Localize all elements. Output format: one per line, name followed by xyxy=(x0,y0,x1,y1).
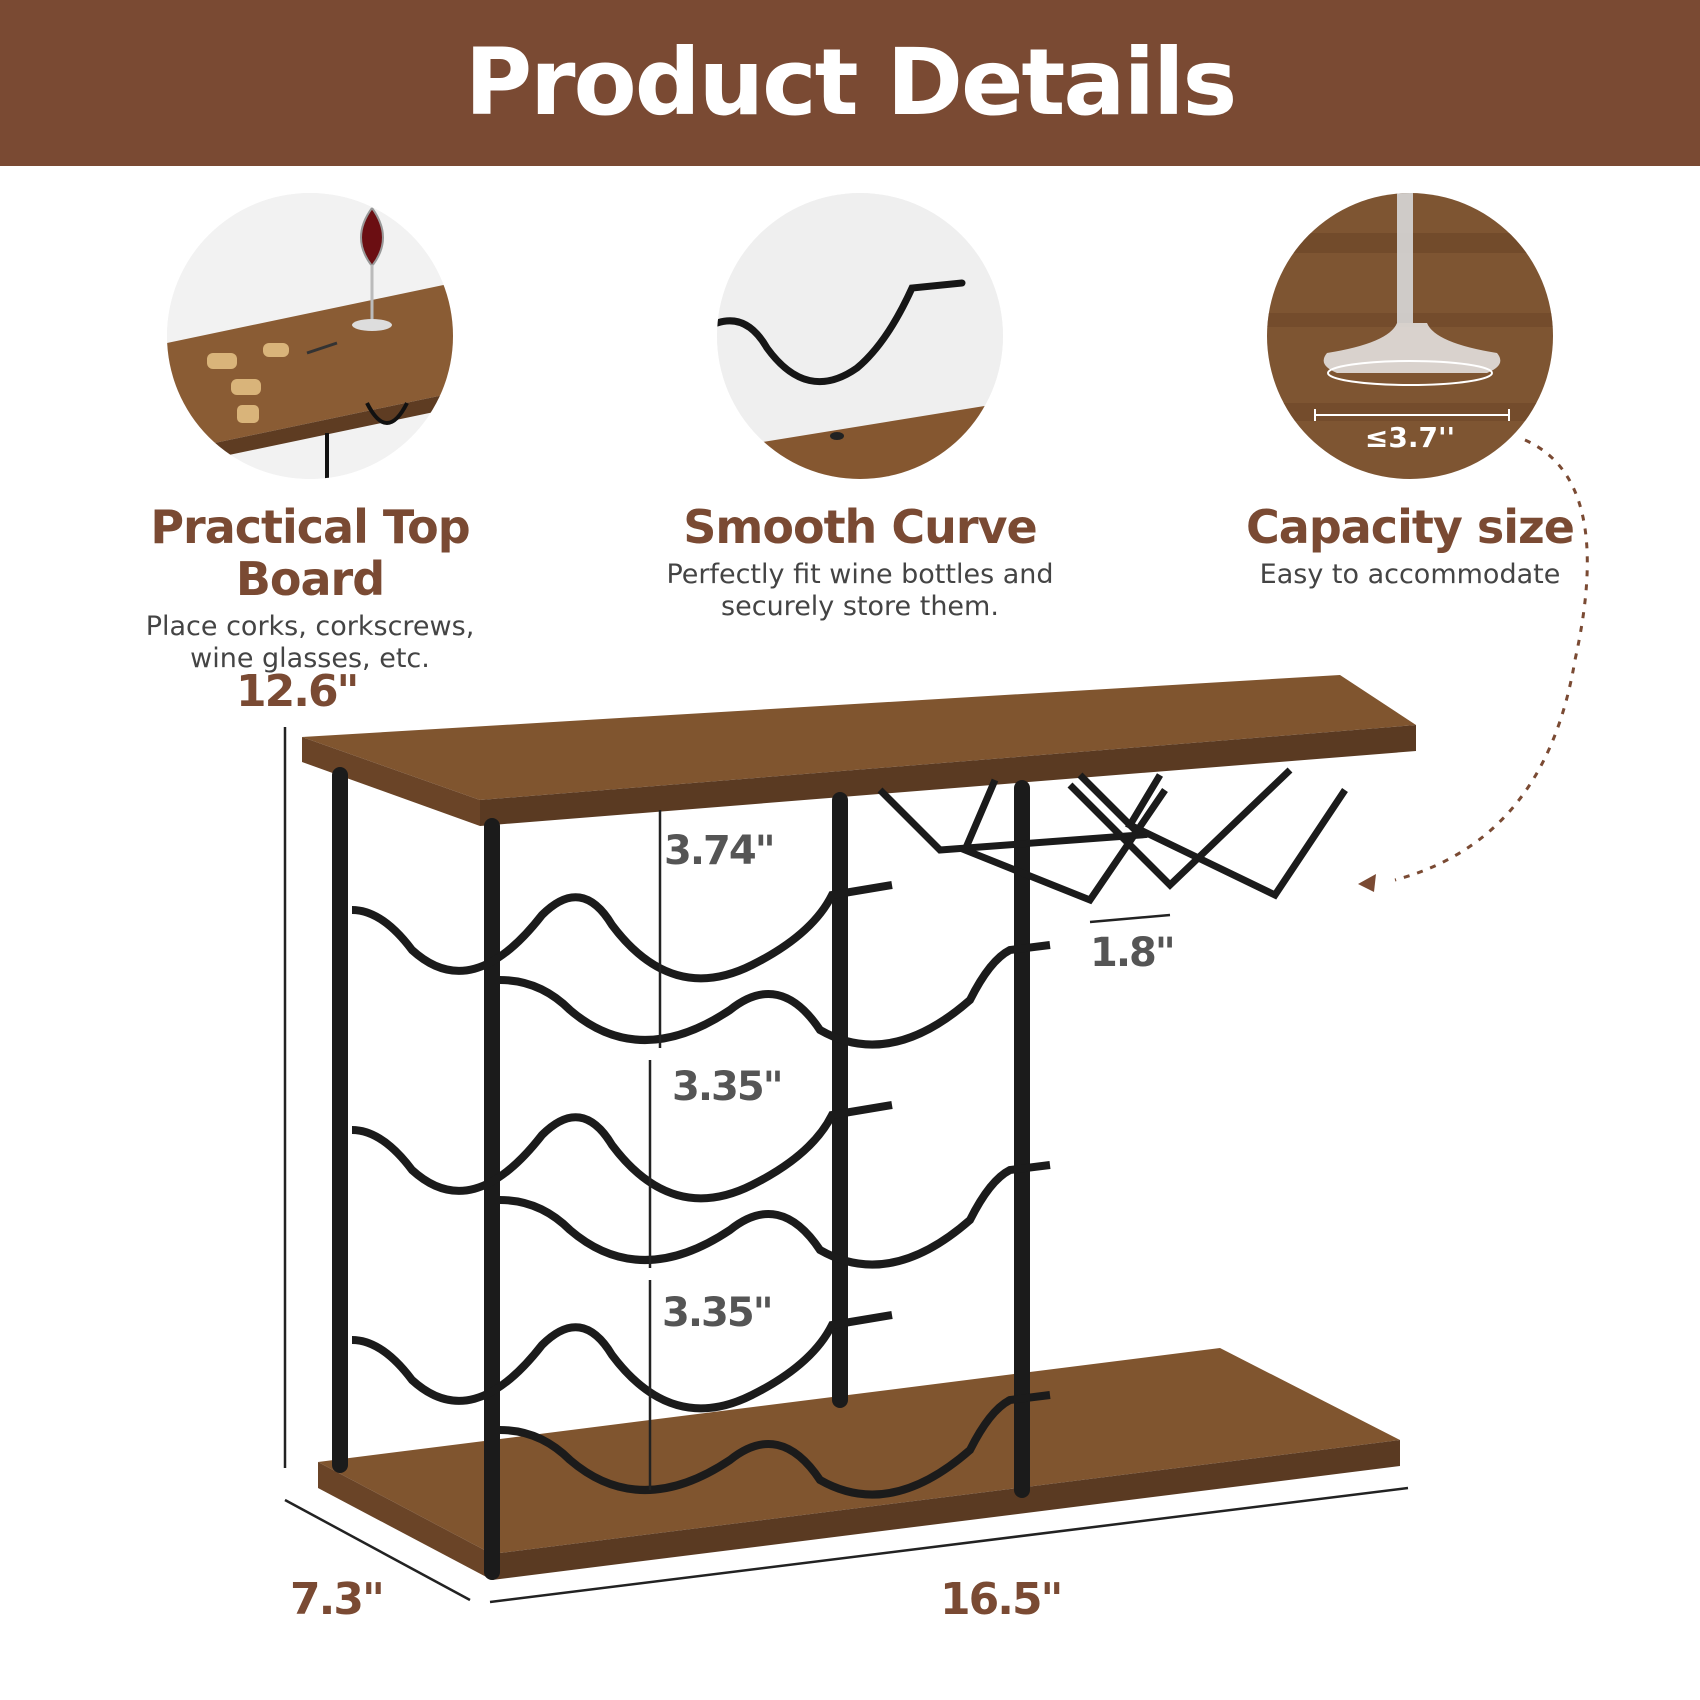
bottom-board xyxy=(318,1348,1400,1554)
top-board-image xyxy=(167,193,453,479)
feature-desc-line: securely store them. xyxy=(721,591,999,622)
feature-title: Smooth Curve xyxy=(683,500,1037,554)
capacity-callout: ≤3.7'' xyxy=(1364,421,1456,454)
feature-title: Practical Top Board xyxy=(150,500,470,606)
glass-gap-label: 1.8" xyxy=(1090,930,1176,976)
page-title: Product Details xyxy=(464,29,1238,136)
feature-top-board: Practical Top Board Place corks, corkscr… xyxy=(120,193,500,675)
feature-title: Capacity size xyxy=(1246,500,1575,554)
feature-desc-line: Easy to accommodate xyxy=(1259,559,1561,590)
slot-3-label: 3.35" xyxy=(662,1290,774,1336)
metal-posts xyxy=(332,767,1030,1580)
curve-image xyxy=(717,193,1003,479)
feature-desc-line: wine glasses, etc. xyxy=(190,643,430,674)
slot-1-label: 3.74" xyxy=(664,828,776,874)
feature-smooth-curve: Smooth Curve Perfectly fit wine bottles … xyxy=(650,193,1070,623)
glass-base-image: ≤3.7'' xyxy=(1267,193,1553,479)
height-label: 12.6" xyxy=(236,666,359,717)
feature-capacity-size: ≤3.7'' Capacity size Easy to accommodate xyxy=(1230,193,1590,591)
bottle-holders xyxy=(351,881,1051,1499)
callout-arrowhead xyxy=(1358,874,1376,892)
dimension-lines xyxy=(283,727,1409,1604)
glass-holders xyxy=(877,767,1348,905)
width-label: 16.5" xyxy=(940,1574,1063,1625)
feature-desc-line: Perfectly fit wine bottles and xyxy=(666,559,1054,590)
callout-arrow xyxy=(1394,438,1589,882)
header-banner: Product Details xyxy=(0,0,1700,166)
slot-2-label: 3.35" xyxy=(672,1064,784,1110)
top-board xyxy=(302,675,1416,800)
feature-desc-line: Place corks, corkscrews, xyxy=(145,611,475,642)
depth-label: 7.3" xyxy=(290,1574,385,1625)
